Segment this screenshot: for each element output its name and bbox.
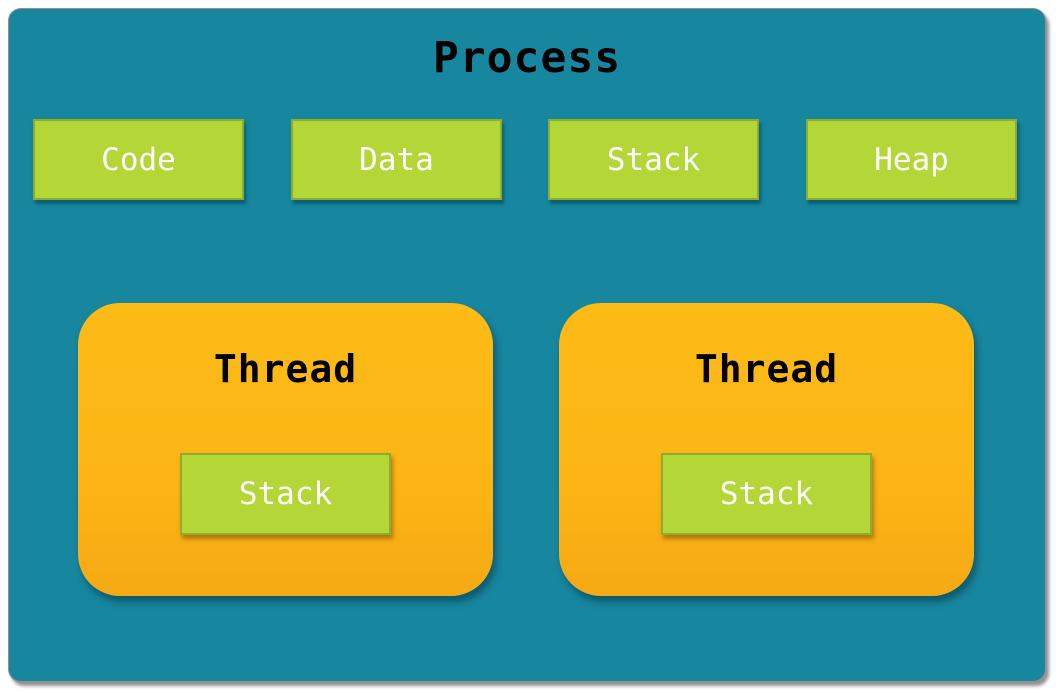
thread-2-stack-box: Stack <box>661 453 872 535</box>
segment-box-heap: Heap <box>806 119 1017 200</box>
process-title: Process <box>432 33 622 83</box>
thread-box-2: Thread Stack <box>559 303 974 596</box>
thread-2-label: Thread <box>694 347 839 391</box>
thread-box-1: Thread Stack <box>78 303 493 596</box>
segment-box-stack: Stack <box>548 119 759 200</box>
segment-box-code: Code <box>33 119 244 200</box>
segment-box-data: Data <box>291 119 502 200</box>
thread-1-stack-box: Stack <box>180 453 391 535</box>
thread-1-label: Thread <box>213 347 358 391</box>
process-container: Process Code Data Stack Heap Thread Stac… <box>8 8 1046 682</box>
